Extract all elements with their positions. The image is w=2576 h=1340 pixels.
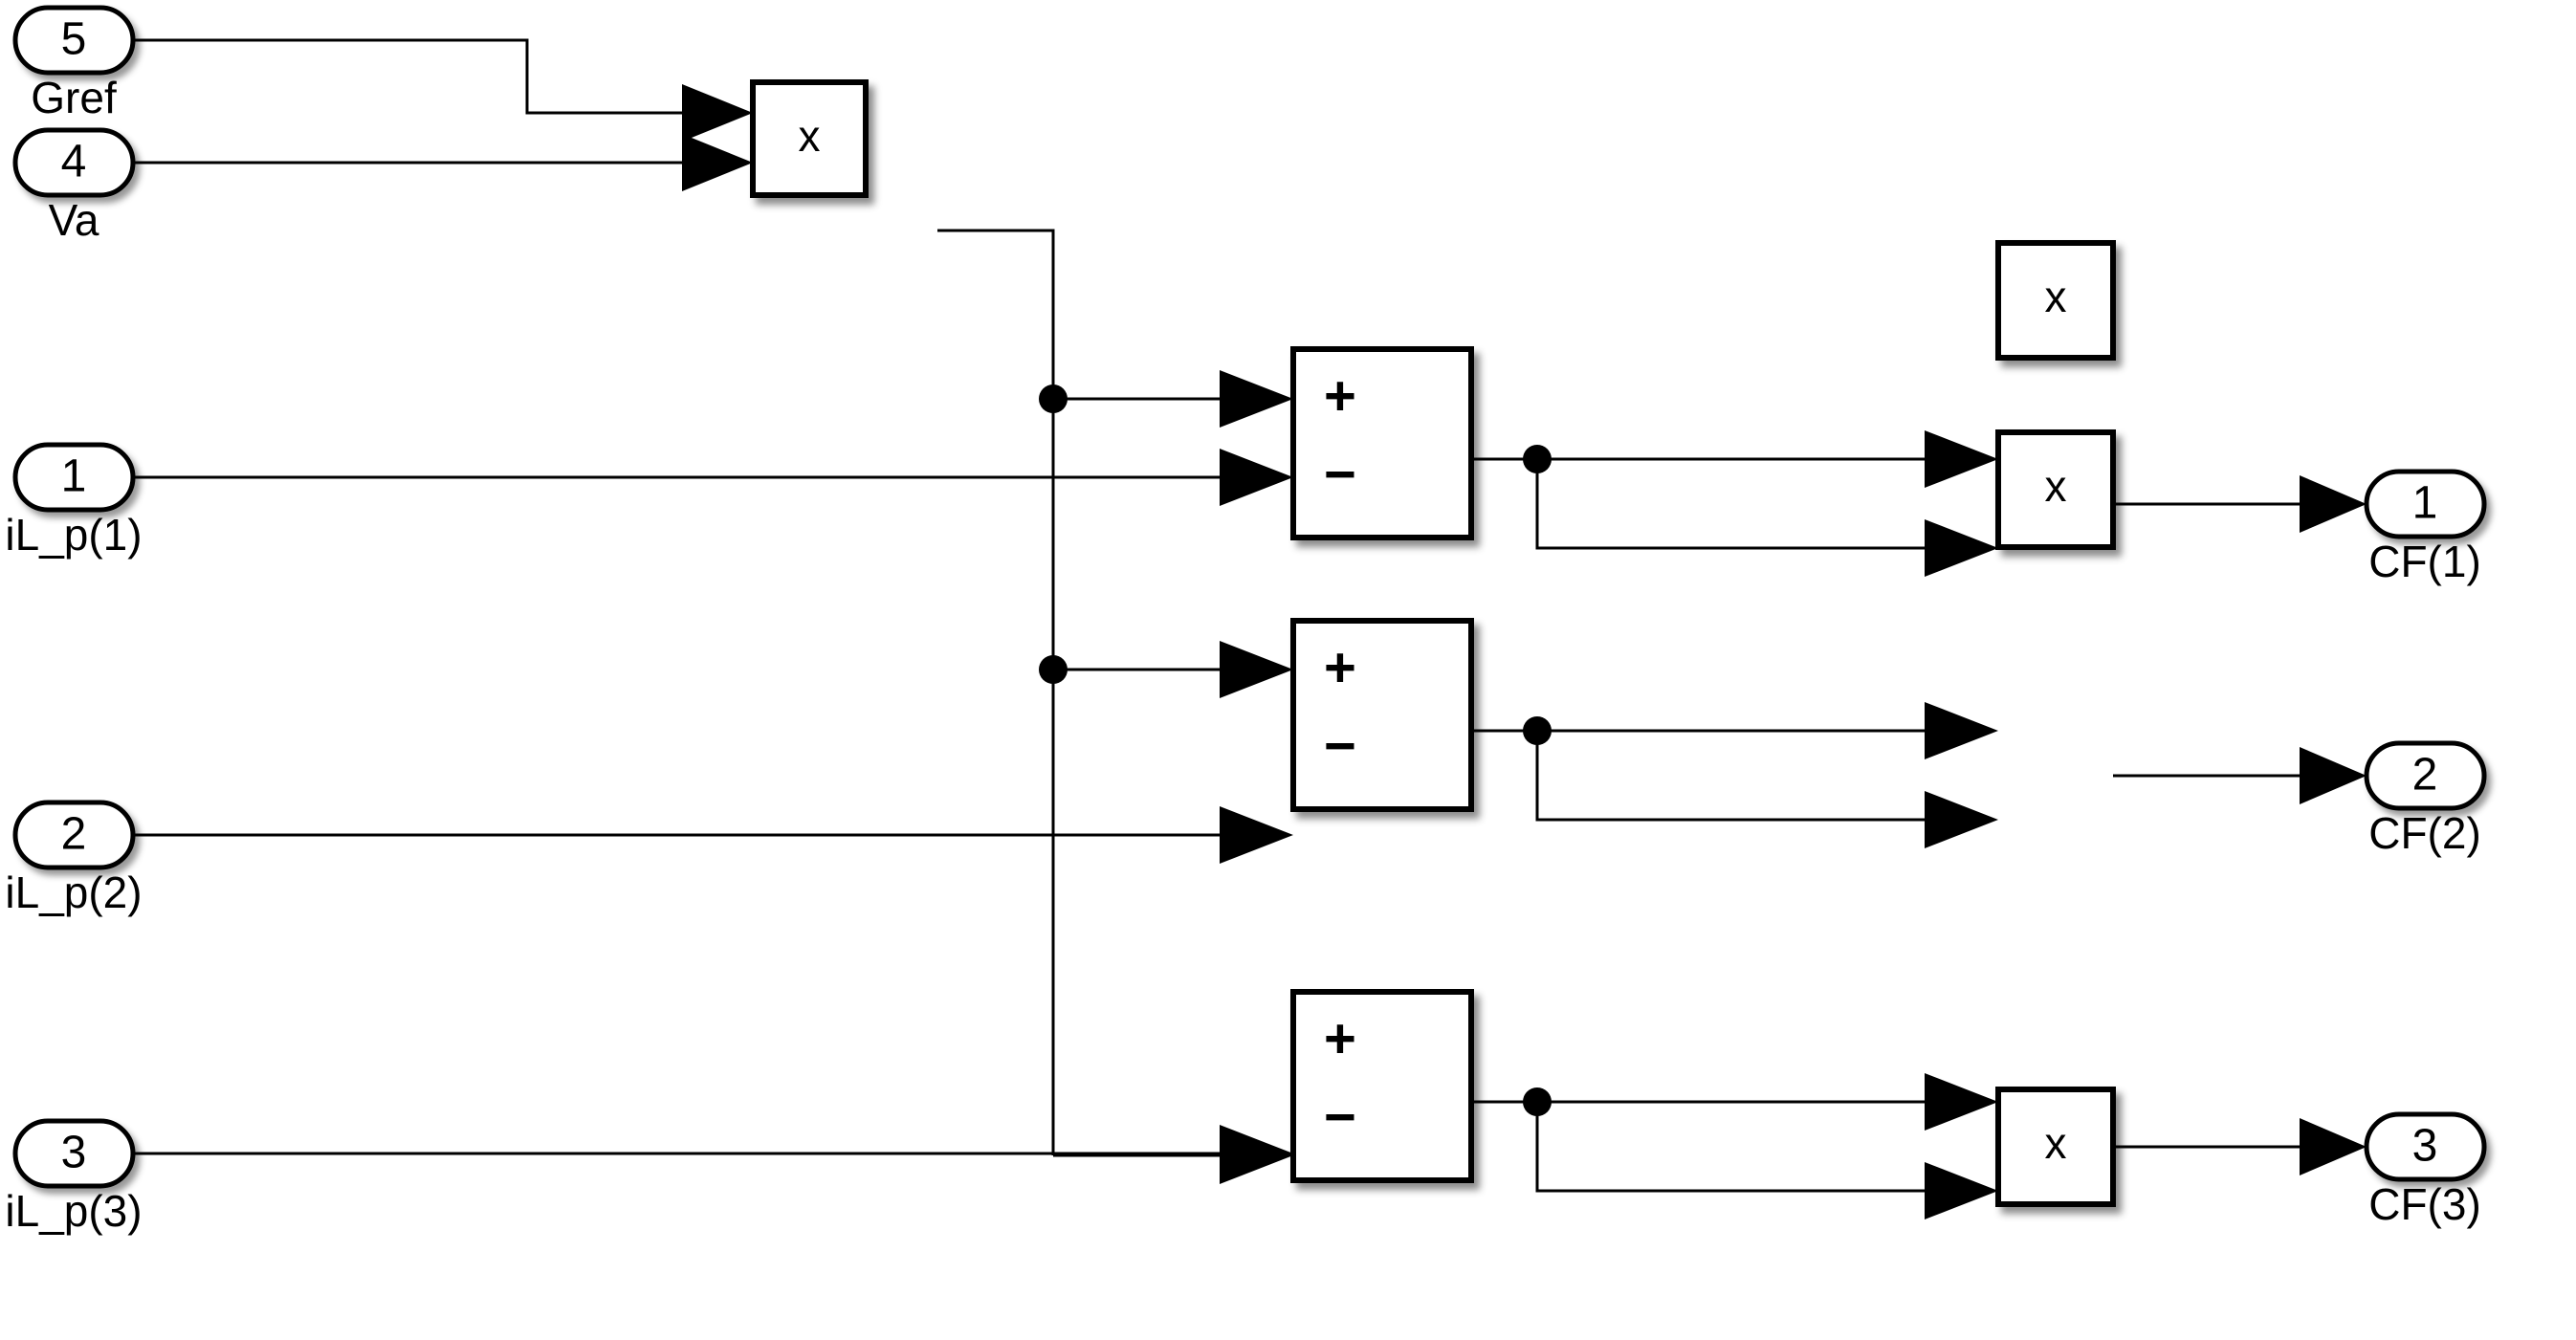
- sum-block-row-2-plus-sign: +: [1324, 636, 1356, 698]
- wire-sum3-to-product3-b: [1535, 1102, 1925, 1193]
- inport-il-p-3-label: iL_p(3): [5, 1186, 142, 1236]
- product-block-square-row-2-symbol: x: [2045, 461, 2067, 511]
- outport-cf-2[interactable]: 2 CF(2): [2364, 740, 2487, 858]
- junction-layer: [1039, 384, 1552, 1116]
- junction-sum2-branch: [1523, 716, 1552, 745]
- product-block-square-row-3-symbol: x: [2045, 1118, 2067, 1168]
- inport-va-shape[interactable]: [12, 127, 136, 198]
- inport-il-p-1-shape[interactable]: [12, 442, 136, 513]
- arrowhead-sum1-minus: [1220, 449, 1293, 506]
- junction-sum1-branch: [1523, 445, 1552, 473]
- inport-il-p-1[interactable]: 1 iL_p(1): [5, 442, 143, 560]
- arrowhead-outport-3: [2300, 1118, 2367, 1175]
- arrowhead-product2-in-2: [1925, 791, 1998, 848]
- arrowhead-sum1-plus: [1220, 370, 1293, 428]
- product-block-square-row-3-shape[interactable]: [1995, 1087, 2116, 1207]
- outport-cf-2-shape[interactable]: [2364, 740, 2487, 811]
- sum-block-row-2-minus-sign: −: [1324, 714, 1356, 777]
- junction-bus-row-1: [1039, 384, 1068, 413]
- junction-sum3-branch: [1523, 1087, 1552, 1116]
- inport-gref[interactable]: 5 Gref: [12, 5, 136, 122]
- product-block-square-row-1-shape[interactable]: [1995, 240, 2116, 361]
- inport-il-p-2-shape[interactable]: [12, 800, 136, 870]
- inport-va-label: Va: [49, 195, 99, 245]
- sum-block-row-1-plus-sign: +: [1324, 364, 1356, 427]
- outport-cf-3[interactable]: 3 CF(3): [2364, 1111, 2487, 1229]
- outport-cf-1-number: 1: [2412, 478, 2438, 529]
- wire-sum1-to-product1-b: [1535, 459, 1925, 550]
- sum-block-row-1-minus-sign: −: [1324, 443, 1356, 505]
- arrowhead-sum2-plus: [1220, 641, 1293, 698]
- sum-block-row-3-shape[interactable]: [1290, 989, 1474, 1183]
- arrowhead-outport-2: [2300, 747, 2367, 804]
- inport-il-p-3[interactable]: 3 iL_p(3): [5, 1118, 143, 1236]
- product-block-square-row-2-shape[interactable]: [1995, 429, 2116, 550]
- inport-il-p-1-label: iL_p(1): [5, 510, 142, 560]
- arrowhead-product-in-1: [682, 84, 753, 142]
- arrowhead-product-in-2: [682, 134, 753, 191]
- inport-il-p-2[interactable]: 2 iL_p(2): [5, 800, 143, 917]
- arrowhead-product2-in-1: [1925, 702, 1998, 759]
- product-block-square-row-3[interactable]: x: [1995, 1087, 2116, 1207]
- outport-cf-1-label: CF(1): [2368, 537, 2481, 586]
- inport-va[interactable]: 4 Va: [12, 127, 136, 245]
- inport-va-number: 4: [61, 137, 87, 187]
- arrowhead-layer: [682, 84, 2367, 1219]
- inport-gref-number: 5: [61, 14, 87, 65]
- product-block-gref-va[interactable]: x: [750, 79, 869, 198]
- inport-layer: 5 Gref 4 Va 1 iL_p(1) 2 iL_p(2) 3: [5, 5, 143, 1236]
- sum-block-row-2[interactable]: + −: [1290, 618, 1474, 812]
- sum-block-row-3[interactable]: + −: [1290, 989, 1474, 1183]
- product-block-square-row-1[interactable]: x: [1995, 240, 2116, 361]
- outport-cf-3-label: CF(3): [2368, 1179, 2481, 1229]
- sum-block-row-1-shape[interactable]: [1290, 346, 1474, 540]
- outport-layer: 1 CF(1) 2 CF(2) 3 CF(3): [2364, 469, 2487, 1229]
- product-block-square-row-2[interactable]: x: [1995, 429, 2116, 550]
- wire-product-bus-vertical: [937, 229, 1055, 1155]
- arrowhead-product1-in-2: [1925, 519, 1998, 577]
- inport-il-p-3-shape[interactable]: [12, 1118, 136, 1189]
- inport-gref-shape[interactable]: [12, 5, 136, 76]
- wire-sum2-to-product2-b: [1535, 731, 1925, 822]
- block-layer: x + − + − + − x: [750, 79, 2116, 1207]
- sum-block-row-3-minus-sign: −: [1324, 1086, 1356, 1148]
- product-block-square-row-1-symbol: x: [2045, 272, 2067, 321]
- product-block-gref-va-shape[interactable]: [750, 79, 869, 198]
- arrowhead-product3-in-1: [1925, 1073, 1998, 1131]
- inport-il-p-3-number: 3: [61, 1128, 87, 1178]
- arrowhead-outport-1: [2300, 475, 2367, 533]
- arrowhead-sum2-minus: [1220, 806, 1293, 864]
- wire-gref-to-product: [133, 38, 682, 115]
- inport-il-p-2-label: iL_p(2): [5, 868, 142, 917]
- inport-il-p-2-number: 2: [61, 809, 87, 860]
- arrowhead-product3-in-2: [1925, 1162, 1998, 1219]
- outport-cf-2-label: CF(2): [2368, 808, 2481, 858]
- inport-gref-label: Gref: [31, 73, 117, 122]
- outport-cf-3-number: 3: [2412, 1121, 2438, 1172]
- arrowhead-product1-in-1: [1925, 430, 1998, 488]
- product-block-gref-va-symbol: x: [799, 111, 821, 161]
- outport-cf-1-shape[interactable]: [2364, 469, 2487, 539]
- outport-cf-1[interactable]: 1 CF(1): [2364, 469, 2487, 586]
- arrowhead-sum3-minus: [1220, 1125, 1293, 1182]
- wire-layer: [133, 38, 2300, 1193]
- sum-block-row-3-plus-sign: +: [1324, 1007, 1356, 1069]
- outport-cf-2-number: 2: [2412, 750, 2438, 801]
- inport-il-p-1-number: 1: [61, 451, 87, 502]
- outport-cf-3-shape[interactable]: [2364, 1111, 2487, 1182]
- sum-block-row-1[interactable]: + −: [1290, 346, 1474, 540]
- sum-block-row-2-shape[interactable]: [1290, 618, 1474, 812]
- junction-bus-row-2: [1039, 655, 1068, 684]
